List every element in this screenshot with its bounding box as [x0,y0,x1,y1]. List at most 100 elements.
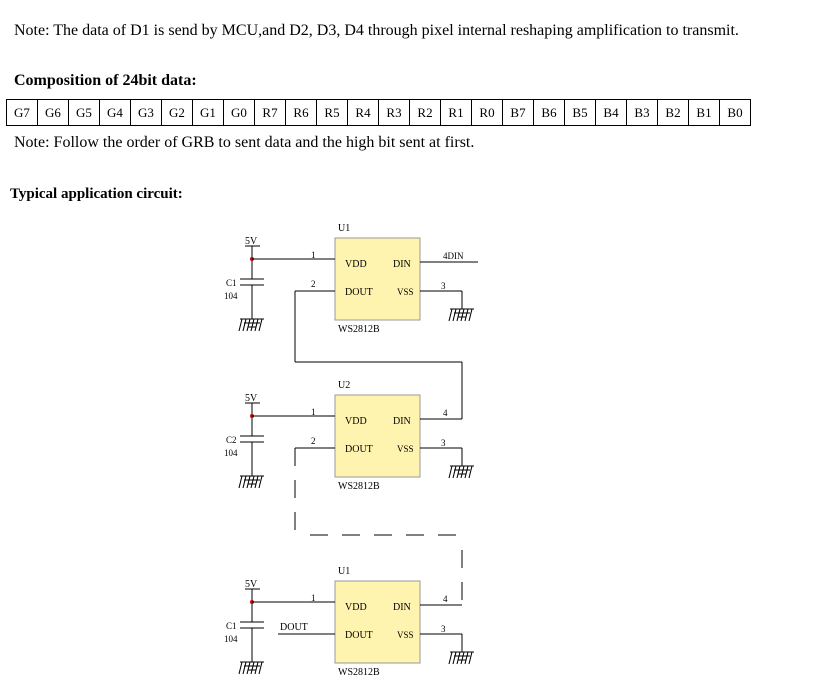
bit-cell-r2: R2 [409,99,441,126]
ground-hatch [246,661,251,675]
chip-ref: U2 [338,380,350,391]
chip-part-number: WS2812B [338,324,380,335]
bit-cell-b6: B6 [533,99,565,126]
bit-cell-g5: G5 [68,99,100,126]
bit-cell-g4: G4 [99,99,131,126]
ground-symbol [448,308,474,322]
bit-cell-b0: B0 [719,99,751,126]
ground-hatch [250,318,255,332]
pin4-label: 4DIN [443,251,464,261]
led-chip [334,580,421,664]
bit-cell-g2: G2 [161,99,193,126]
pin3-number: 3 [441,624,446,634]
ground-hatch [238,318,243,332]
ground-symbol [238,475,264,489]
ground-symbol [448,465,474,479]
ground-hatch [254,661,259,675]
pin4-label: 4 [443,408,448,418]
ground-hatch [448,465,453,479]
pin-din-label: DIN [393,259,411,270]
bit-cell-b2: B2 [657,99,689,126]
pin-vss-label: VSS [397,444,414,454]
bit-cell-r0: R0 [471,99,503,126]
note-data-transmission: Note: The data of D1 is send by MCU,and … [14,22,739,39]
ground-hatch [242,318,247,332]
ground-symbol [238,661,264,675]
ground-hatch [448,651,453,665]
ground-hatch [258,318,263,332]
bit-cell-r1: R1 [440,99,472,126]
capacitor-value: 104 [224,291,238,301]
bit-cell-r7: R7 [254,99,286,126]
pin-vss-label: VSS [397,630,414,640]
pin3-number: 3 [441,281,446,291]
bit-cell-b1: B1 [688,99,720,126]
ground-hatch [238,475,243,489]
application-circuit-title: Typical application circuit: [10,186,183,202]
ground-hatch [452,465,457,479]
ground-hatch [460,651,465,665]
led-chip [334,394,421,478]
pin-din-label: DIN [393,416,411,427]
capacitor-ref: C1 [226,278,237,288]
pin-vdd-label: VDD [345,602,367,613]
pin2-number: 2 [311,279,316,289]
pin1-number: 1 [311,593,316,603]
bit-cell-r5: R5 [316,99,348,126]
bit-cell-b4: B4 [595,99,627,126]
dout-output-label: DOUT [280,622,308,633]
ground-hatch [254,475,259,489]
bit-cell-g6: G6 [37,99,69,126]
ground-hatch [468,308,473,322]
bit-cell-g3: G3 [130,99,162,126]
pin-dout-label: DOUT [345,287,373,298]
pin4-label: 4 [443,594,448,604]
pin3-number: 3 [441,438,446,448]
pin-dout-label: DOUT [345,630,373,641]
ground-symbol [448,651,474,665]
ground-hatch [456,465,461,479]
ground-hatch [246,318,251,332]
ground-hatch [258,475,263,489]
chip-ref: U1 [338,566,350,577]
pin2-number: 2 [311,436,316,446]
supply-label: 5V [245,393,258,404]
capacitor-ref: C2 [226,435,237,445]
bit-cell-r4: R4 [347,99,379,126]
chip-part-number: WS2812B [338,667,380,678]
ground-hatch [250,661,255,675]
supply-label: 5V [245,236,258,247]
chip-part-number: WS2812B [338,481,380,492]
led-chip [334,237,421,321]
supply-label: 5V [245,579,258,590]
note-grb-order: Note: Follow the order of GRB to sent da… [14,134,475,151]
bit-cell-b7: B7 [502,99,534,126]
composition-title: Composition of 24bit data: [14,72,197,89]
ground-hatch [460,465,465,479]
pin-din-label: DIN [393,602,411,613]
ground-hatch [456,651,461,665]
bit-cell-g7: G7 [6,99,38,126]
bit-cell-r3: R3 [378,99,410,126]
pin1-number: 1 [311,250,316,260]
ground-hatch [464,465,469,479]
bit-cell-b3: B3 [626,99,658,126]
chip-ref: U1 [338,223,350,234]
capacitor-value: 104 [224,634,238,644]
ground-hatch [238,661,243,675]
ground-symbol [238,318,264,332]
capacitor-ref: C1 [226,621,237,631]
ground-hatch [456,308,461,322]
pin-dout-label: DOUT [345,444,373,455]
ground-hatch [242,661,247,675]
pin-vss-label: VSS [397,287,414,297]
bit-cell-b5: B5 [564,99,596,126]
ground-hatch [452,651,457,665]
pin-vdd-label: VDD [345,259,367,270]
ground-hatch [246,475,251,489]
